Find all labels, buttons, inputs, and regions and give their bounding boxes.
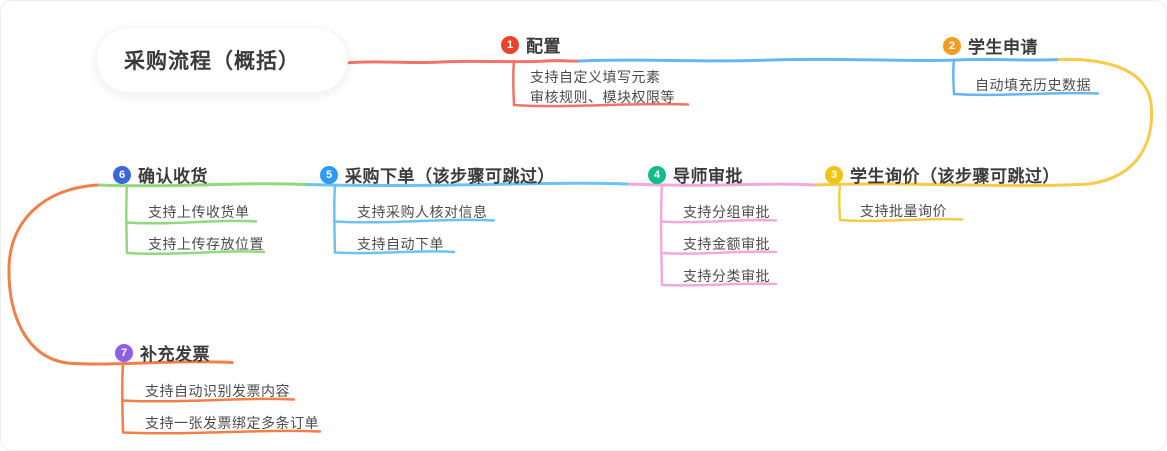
branch-topic5-children bbox=[332, 183, 496, 255]
child-text-line: 支持自动识别发票内容 bbox=[145, 383, 290, 399]
topic-5-child-2[interactable]: 支持自动下单 bbox=[357, 234, 444, 254]
topic-3-label: 学生询价（该步骤可跳过） bbox=[850, 167, 1060, 186]
child-text-line: 自动填充历史数据 bbox=[975, 77, 1091, 93]
topic-4-child-2[interactable]: 支持金额审批 bbox=[683, 234, 770, 254]
topic-2-student-application[interactable]: 2 学生申请 bbox=[943, 33, 1038, 58]
child-text-line: 支持批量询价 bbox=[860, 203, 947, 219]
topic-4-number-badge: 4 bbox=[648, 165, 666, 184]
topic-4-label: 导师审批 bbox=[673, 167, 743, 186]
topic-6-child-1[interactable]: 支持上传收货单 bbox=[148, 202, 250, 222]
topic-7-number-badge: 7 bbox=[115, 343, 133, 362]
topic-6-number-badge: 6 bbox=[113, 165, 131, 184]
child-text-line: 支持上传收货单 bbox=[148, 204, 250, 220]
branch-topic3-to-topic4 bbox=[625, 182, 816, 187]
child-text-line: 审核规则、模块权限等 bbox=[530, 89, 675, 105]
branch-topic7-children bbox=[120, 362, 322, 435]
branch-topic2-to-topic3 bbox=[812, 57, 1154, 188]
root-topic[interactable]: 采购流程（概括） bbox=[96, 27, 348, 93]
topic-4-child-3[interactable]: 支持分类审批 bbox=[683, 266, 770, 286]
topic-6-child-2[interactable]: 支持上传存放位置 bbox=[148, 234, 264, 254]
branch-topic3-child bbox=[837, 184, 964, 223]
topic-5-purchase-order[interactable]: 5 采购下单（该步骤可跳过） bbox=[320, 162, 555, 187]
branch-topic6-to-topic7 bbox=[7, 183, 234, 366]
topic-2-label: 学生申请 bbox=[968, 38, 1038, 57]
topic-2-number-badge: 2 bbox=[943, 36, 961, 55]
topic-7-child-2[interactable]: 支持一张发票绑定多条订单 bbox=[145, 413, 319, 433]
topic-4-child-1[interactable]: 支持分组审批 bbox=[683, 202, 770, 222]
topic-6-confirm-receipt[interactable]: 6 确认收货 bbox=[113, 162, 208, 187]
topic-7-label: 补充发票 bbox=[140, 345, 210, 364]
child-text-line: 支持金额审批 bbox=[683, 236, 770, 252]
topic-5-child-1[interactable]: 支持采购人核对信息 bbox=[357, 202, 488, 222]
branch-topic5-to-topic6 bbox=[95, 182, 307, 188]
topic-1-configuration[interactable]: 1 配置 bbox=[501, 32, 561, 57]
topic-2-child-1[interactable]: 自动填充历史数据 bbox=[975, 75, 1091, 95]
topic-3-number-badge: 3 bbox=[825, 165, 843, 184]
topic-5-label: 采购下单（该步骤可跳过） bbox=[345, 167, 555, 186]
topic-1-number-badge: 1 bbox=[501, 35, 519, 54]
topic-3-student-inquiry[interactable]: 3 学生询价（该步骤可跳过） bbox=[825, 162, 1060, 187]
child-text-line: 支持采购人核对信息 bbox=[357, 204, 488, 220]
topic-3-child-1[interactable]: 支持批量询价 bbox=[860, 201, 947, 221]
child-text-line: 支持自动下单 bbox=[357, 236, 444, 252]
child-text-line: 支持一张发票绑定多条订单 bbox=[145, 415, 319, 431]
topic-1-child-1[interactable]: 支持自定义填写元素 审核规则、模块权限等 bbox=[530, 67, 675, 107]
branch-topic4-to-topic5 bbox=[303, 181, 629, 188]
branch-topic4-children bbox=[659, 183, 778, 287]
topic-7-supplement-invoice[interactable]: 7 补充发票 bbox=[115, 340, 210, 365]
child-text-line: 支持自定义填写元素 bbox=[530, 69, 661, 85]
topic-1-label: 配置 bbox=[526, 37, 561, 56]
topic-7-child-1[interactable]: 支持自动识别发票内容 bbox=[145, 381, 290, 401]
branch-root-to-topic1 bbox=[344, 59, 581, 65]
topic-4-mentor-approval[interactable]: 4 导师审批 bbox=[648, 162, 743, 187]
topic-5-number-badge: 5 bbox=[320, 165, 338, 184]
child-text-line: 支持分组审批 bbox=[683, 204, 770, 220]
child-text-line: 支持分类审批 bbox=[683, 268, 770, 284]
child-text-line: 支持上传存放位置 bbox=[148, 236, 264, 252]
branch-topic1-child bbox=[511, 59, 690, 108]
branch-topic2-child bbox=[951, 58, 1100, 97]
branch-topic1-to-topic2 bbox=[577, 57, 1061, 63]
topic-6-label: 确认收货 bbox=[138, 167, 208, 186]
branch-topic6-children bbox=[124, 183, 266, 256]
root-topic-title: 采购流程（概括） bbox=[124, 50, 300, 73]
